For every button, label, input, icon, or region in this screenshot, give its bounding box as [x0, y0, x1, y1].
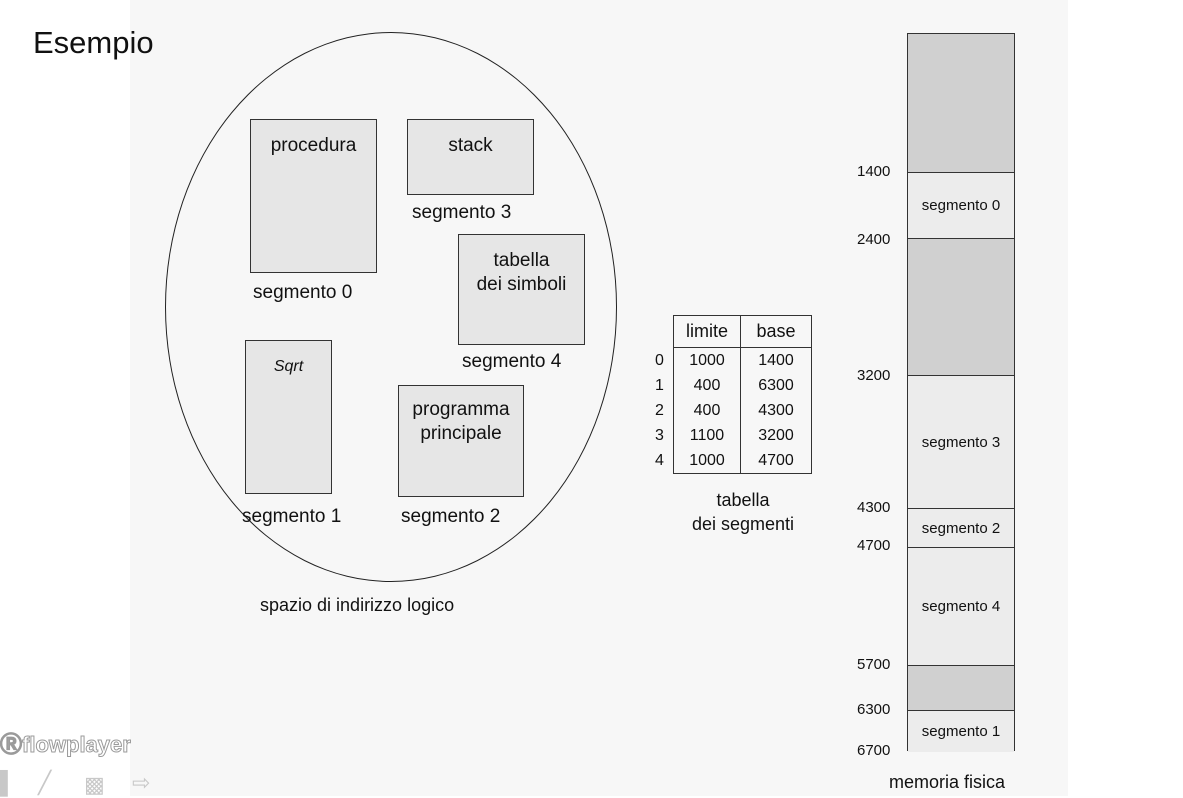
table-row: 3 1100 3200 — [655, 423, 812, 448]
physical-memory-caption: memoria fisica — [889, 772, 1006, 792]
segment-4-content-line-2: dei simboli — [476, 274, 567, 295]
row-index: 1 — [655, 377, 664, 394]
logical-address-space-ellipse — [165, 32, 617, 582]
segment-1-label: segmento 1 — [242, 506, 342, 527]
address-label: 5700 — [857, 656, 891, 673]
table-row: 1 400 6300 — [655, 373, 812, 398]
logical-space-caption: spazio di indirizzo logico — [260, 595, 455, 615]
segment-2-box: programma principale — [398, 385, 524, 497]
address-label: 4300 — [857, 499, 891, 516]
flowplayer-logo-icon: Ⓡ — [0, 732, 23, 758]
table-row: 0 1000 1400 — [655, 347, 812, 373]
segment-0-box: procedura — [250, 119, 377, 273]
segment-0-label: segmento 0 — [253, 282, 353, 303]
address-label: 2400 — [857, 231, 891, 248]
segment-4-content-line-1: tabella — [493, 250, 550, 271]
cell-base: 4300 — [740, 398, 812, 423]
memory-block-segment-0: segmento 0 — [908, 172, 1014, 238]
row-index: 4 — [655, 452, 664, 469]
cell-base: 1400 — [740, 347, 812, 373]
row-index: 2 — [655, 402, 664, 419]
segment-2-content-line-1: programma — [412, 399, 510, 420]
arrow-right-icon[interactable]: ⇨ — [132, 770, 151, 795]
cell-limite: 1100 — [673, 423, 741, 448]
address-label: 3200 — [857, 367, 891, 384]
player-controls: ▌ ╱ ▩ ⇨ — [0, 770, 170, 797]
memory-block — [908, 34, 1014, 172]
segment-table-header-base: base — [740, 315, 812, 348]
memory-block-segment-1: segmento 1 — [908, 710, 1014, 752]
table-row: 2 400 4300 — [655, 398, 812, 423]
table-row: 4 1000 4700 — [655, 448, 812, 474]
address-label: 4700 — [857, 537, 891, 554]
segment-table-caption-line-2: dei segmenti — [691, 514, 795, 534]
cell-limite: 1000 — [673, 448, 741, 474]
segment-table-caption-line-1: tabella — [716, 490, 770, 510]
row-index: 3 — [655, 427, 664, 444]
cell-limite: 400 — [673, 398, 741, 423]
memory-block — [908, 665, 1014, 710]
row-index: 0 — [655, 351, 664, 369]
cell-limite: 400 — [673, 373, 741, 398]
segment-table-header-limite: limite — [673, 315, 741, 348]
memory-block-segment-2: segmento 2 — [908, 508, 1014, 547]
segment-2-content-line-2: principale — [420, 423, 502, 444]
memory-block — [908, 238, 1014, 375]
segment-0-content: procedura — [270, 135, 357, 156]
cell-limite: 1000 — [673, 347, 741, 373]
segment-3-content: stack — [448, 135, 493, 156]
segment-3-box: stack — [407, 119, 534, 195]
segment-table: limite base 0 1000 1400 1 400 6300 2 400… — [655, 315, 812, 474]
address-label: 6300 — [857, 701, 891, 718]
segment-3-label: segmento 3 — [412, 202, 512, 223]
memory-block-segment-4: segmento 4 — [908, 547, 1014, 665]
segment-4-box: tabella dei simboli — [458, 234, 585, 345]
flowplayer-watermark: Ⓡflowplayer — [0, 732, 131, 758]
address-label: 1400 — [857, 163, 891, 180]
address-label: 6700 — [857, 742, 891, 759]
physical-memory-column: segmento 0 segmento 3 segmento 2 segment… — [907, 33, 1015, 752]
cell-base: 4700 — [740, 448, 812, 474]
cell-base: 3200 — [740, 423, 812, 448]
cell-base: 6300 — [740, 373, 812, 398]
segment-table-caption: tabella dei segmenti — [678, 488, 808, 536]
segment-1-content: Sqrt — [273, 358, 304, 375]
segment-1-box: Sqrt — [245, 340, 332, 494]
screen-icon[interactable]: ▩ — [84, 772, 105, 797]
memory-block-segment-3: segmento 3 — [908, 375, 1014, 508]
segment-2-label: segmento 2 — [401, 506, 501, 527]
volume-bar-icon[interactable]: ▌ — [0, 770, 16, 795]
slide-title: Esempio — [33, 25, 154, 60]
pen-icon[interactable]: ╱ — [38, 770, 52, 795]
segment-4-label: segmento 4 — [462, 351, 562, 372]
